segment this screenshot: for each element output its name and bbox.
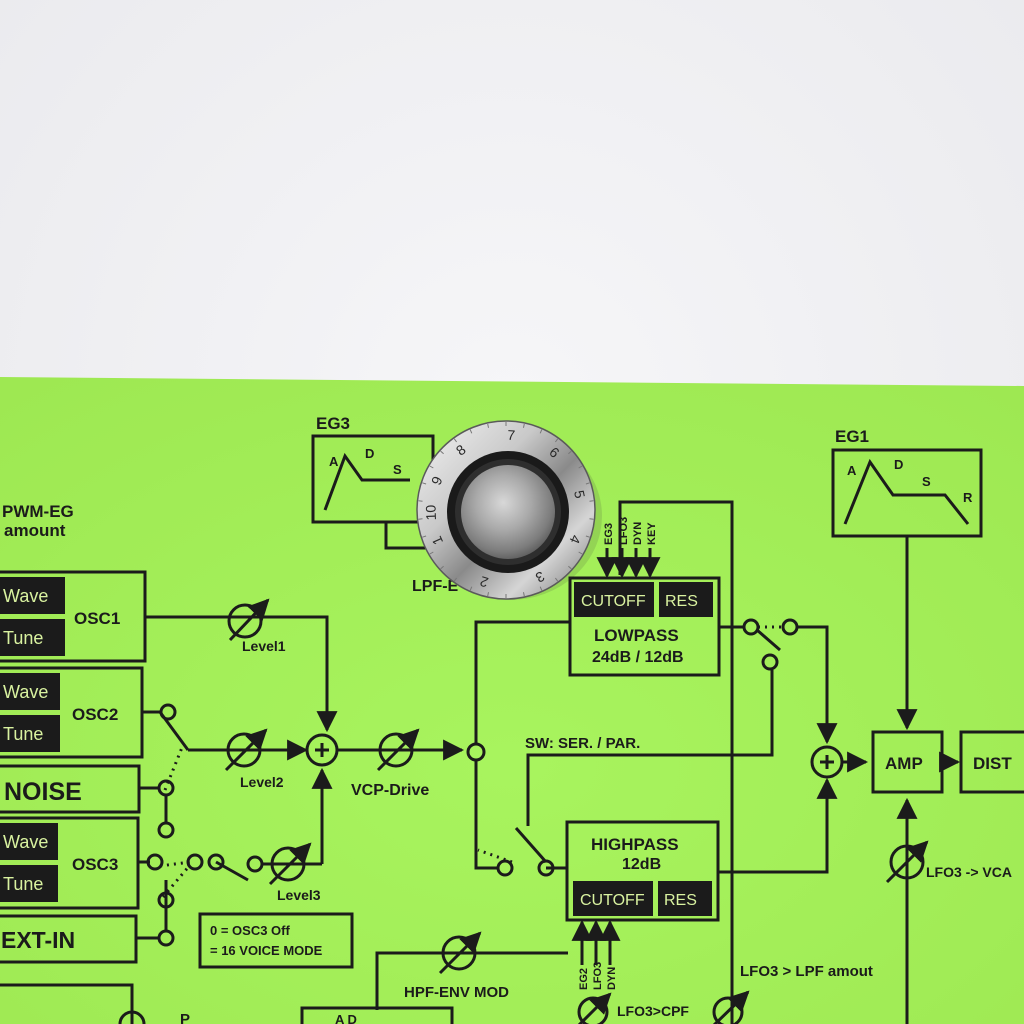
pwm-label-2: amount	[4, 521, 66, 540]
knob-knurl	[487, 423, 489, 428]
knob-knurl	[469, 586, 473, 591]
pwm-label-1: PWM-EG	[2, 502, 74, 521]
knob-knurl	[578, 465, 583, 469]
osc1-tune-label: Tune	[3, 628, 43, 648]
knob-number-7: 7	[507, 427, 516, 444]
knob-knurl	[440, 565, 444, 570]
eg3-a: A	[329, 454, 339, 469]
dark-blocks	[0, 577, 713, 916]
knob-knurl	[523, 423, 525, 428]
lpf-mod-labels: EG3 LFO3 DYN KEY	[603, 517, 658, 545]
lfo3-lpf-label: LFO3 > LPF amout	[740, 963, 873, 980]
lfo3-vca-label: LFO3 -> VCA	[926, 864, 1012, 880]
knob-knurl	[422, 535, 427, 538]
osc1-name: OSC1	[74, 609, 120, 628]
eg3-s: S	[393, 462, 402, 477]
lpf-label-partial: LPF-E	[412, 578, 459, 595]
eg1-r: R	[963, 490, 973, 505]
knob-knurl	[568, 565, 572, 570]
knob-knurl	[453, 577, 458, 582]
dotted-links	[159, 625, 785, 898]
lowpass-cutoff-label: CUTOFF	[581, 593, 646, 610]
hpf-mod-labels: EG2 LFO3 DYN	[578, 962, 618, 990]
knob-knurl	[469, 429, 473, 434]
knob-knurl	[539, 429, 543, 434]
osc2-name: OSC2	[72, 705, 118, 724]
green-sheet	[0, 377, 1024, 1024]
knob-knurl	[523, 592, 525, 597]
lowpass-name: LOWPASS	[594, 626, 679, 645]
vcp-drive-label: VCP-Drive	[351, 782, 429, 799]
knob-knurl	[429, 465, 434, 469]
lpf-mod-key: KEY	[646, 522, 658, 545]
highpass-res-label: RES	[664, 892, 697, 909]
osc3-note-2: = 16 VOICE MODE	[210, 943, 323, 958]
osc3-note-1: 0 = OSC3 Off	[210, 923, 290, 938]
knob-knurl	[440, 450, 444, 455]
hpf-mod-eg2: EG2	[578, 968, 590, 990]
knob-knurl	[422, 482, 427, 485]
highpass-slope: 12dB	[622, 856, 661, 873]
knob-knurl	[568, 450, 572, 455]
knob-number-10: 10	[422, 504, 439, 520]
lpf-mod-dyn: DYN	[632, 522, 644, 545]
highpass-name: HIGHPASS	[591, 835, 679, 854]
noise-label: NOISE	[4, 778, 82, 806]
bottom-left-partial-label: P	[180, 1011, 190, 1024]
knob-knurl	[539, 586, 543, 591]
osc3-tune-label: Tune	[3, 874, 43, 894]
knob-knurl	[487, 592, 489, 597]
level1-label: Level1	[242, 638, 286, 654]
hpf-env-label: HPF-ENV MOD	[404, 984, 509, 1001]
knob-knurl	[578, 551, 583, 555]
bottom-partial-label: A D	[335, 1012, 357, 1024]
osc3-wave-label: Wave	[3, 832, 48, 852]
sw-label: SW: SER. / PAR.	[525, 735, 640, 752]
eg1-title: EG1	[835, 427, 869, 446]
amp-label: AMP	[885, 754, 923, 773]
extin-label: EXT-IN	[1, 927, 75, 953]
lfo3-cpf-label: LFO3>CPF	[617, 1003, 689, 1019]
knob-knurl	[554, 577, 559, 582]
osc1-wave-label: Wave	[3, 586, 48, 606]
lowpass-slope: 24dB / 12dB	[592, 649, 684, 666]
eg1-s: S	[922, 474, 931, 489]
dist-label: DIST	[973, 754, 1012, 773]
eg1-a: A	[847, 463, 857, 478]
knob-knurl	[554, 438, 559, 443]
lowpass-res-label: RES	[665, 593, 698, 610]
hpf-mod-lfo3: LFO3	[592, 962, 604, 990]
eg3-title: EG3	[316, 414, 350, 433]
osc3-name: OSC3	[72, 855, 118, 874]
level3-label: Level3	[277, 887, 321, 903]
knob-number-5: 5	[571, 489, 588, 500]
highpass-cutoff-label: CUTOFF	[580, 892, 645, 909]
osc2-tune-label: Tune	[3, 724, 43, 744]
hpf-mod-dyn: DYN	[606, 967, 618, 990]
lpf-mod-lfo3: LFO3	[618, 517, 630, 545]
knob-knurl	[585, 535, 590, 538]
eg1-d: D	[894, 457, 903, 472]
lpf-mod-eg3: EG3	[603, 523, 615, 545]
level2-label: Level2	[240, 774, 284, 790]
osc2-wave-label: Wave	[3, 682, 48, 702]
knob-cap	[461, 465, 555, 559]
knob-knurl	[585, 482, 590, 485]
knob-knurl	[429, 551, 434, 555]
knob-knurl	[453, 438, 458, 443]
eg3-d: D	[365, 446, 374, 461]
